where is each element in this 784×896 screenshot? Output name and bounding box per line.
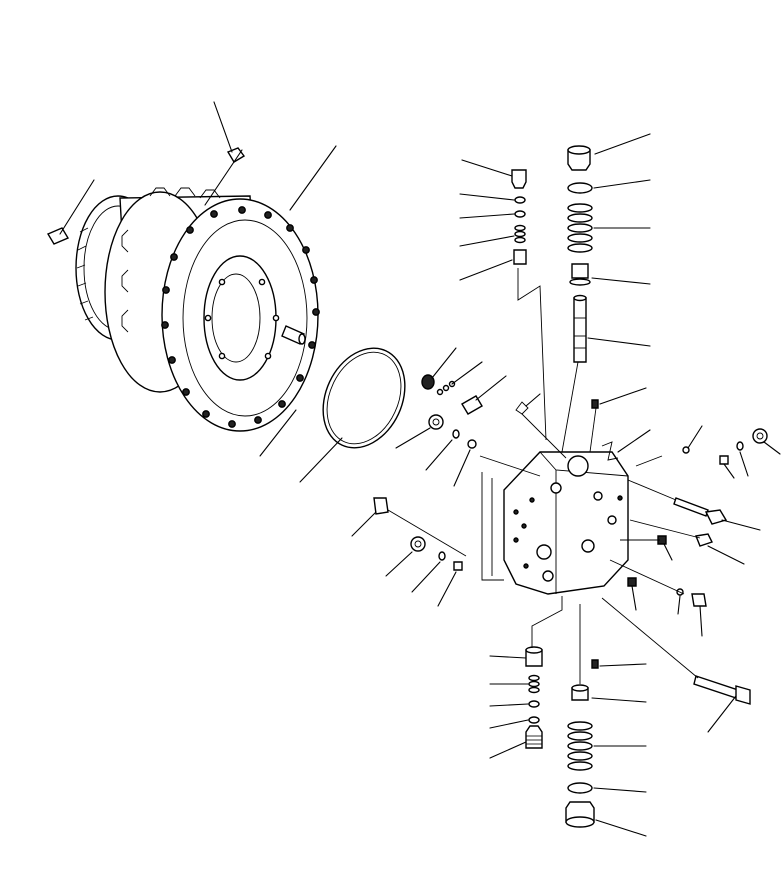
relief-parts: [421, 347, 567, 459]
check-valve-stack-upper: [459, 159, 547, 441]
o-ring-large: [299, 347, 406, 483]
plug: [46, 179, 95, 245]
spool-stack-upper: [561, 133, 651, 453]
valve-body: [503, 451, 629, 595]
check-valve-stack-lower: [489, 596, 563, 759]
final-drive-housing: [75, 187, 320, 432]
spool-stack-lower: [565, 604, 647, 837]
plugs-left-mid: [395, 414, 541, 487]
flange-bolt-holes: [161, 206, 320, 428]
plugs-left-lower: [351, 472, 504, 607]
cap-screw: [213, 101, 246, 163]
dowel-pin: [259, 325, 306, 457]
right-side-parts: [589, 387, 781, 733]
